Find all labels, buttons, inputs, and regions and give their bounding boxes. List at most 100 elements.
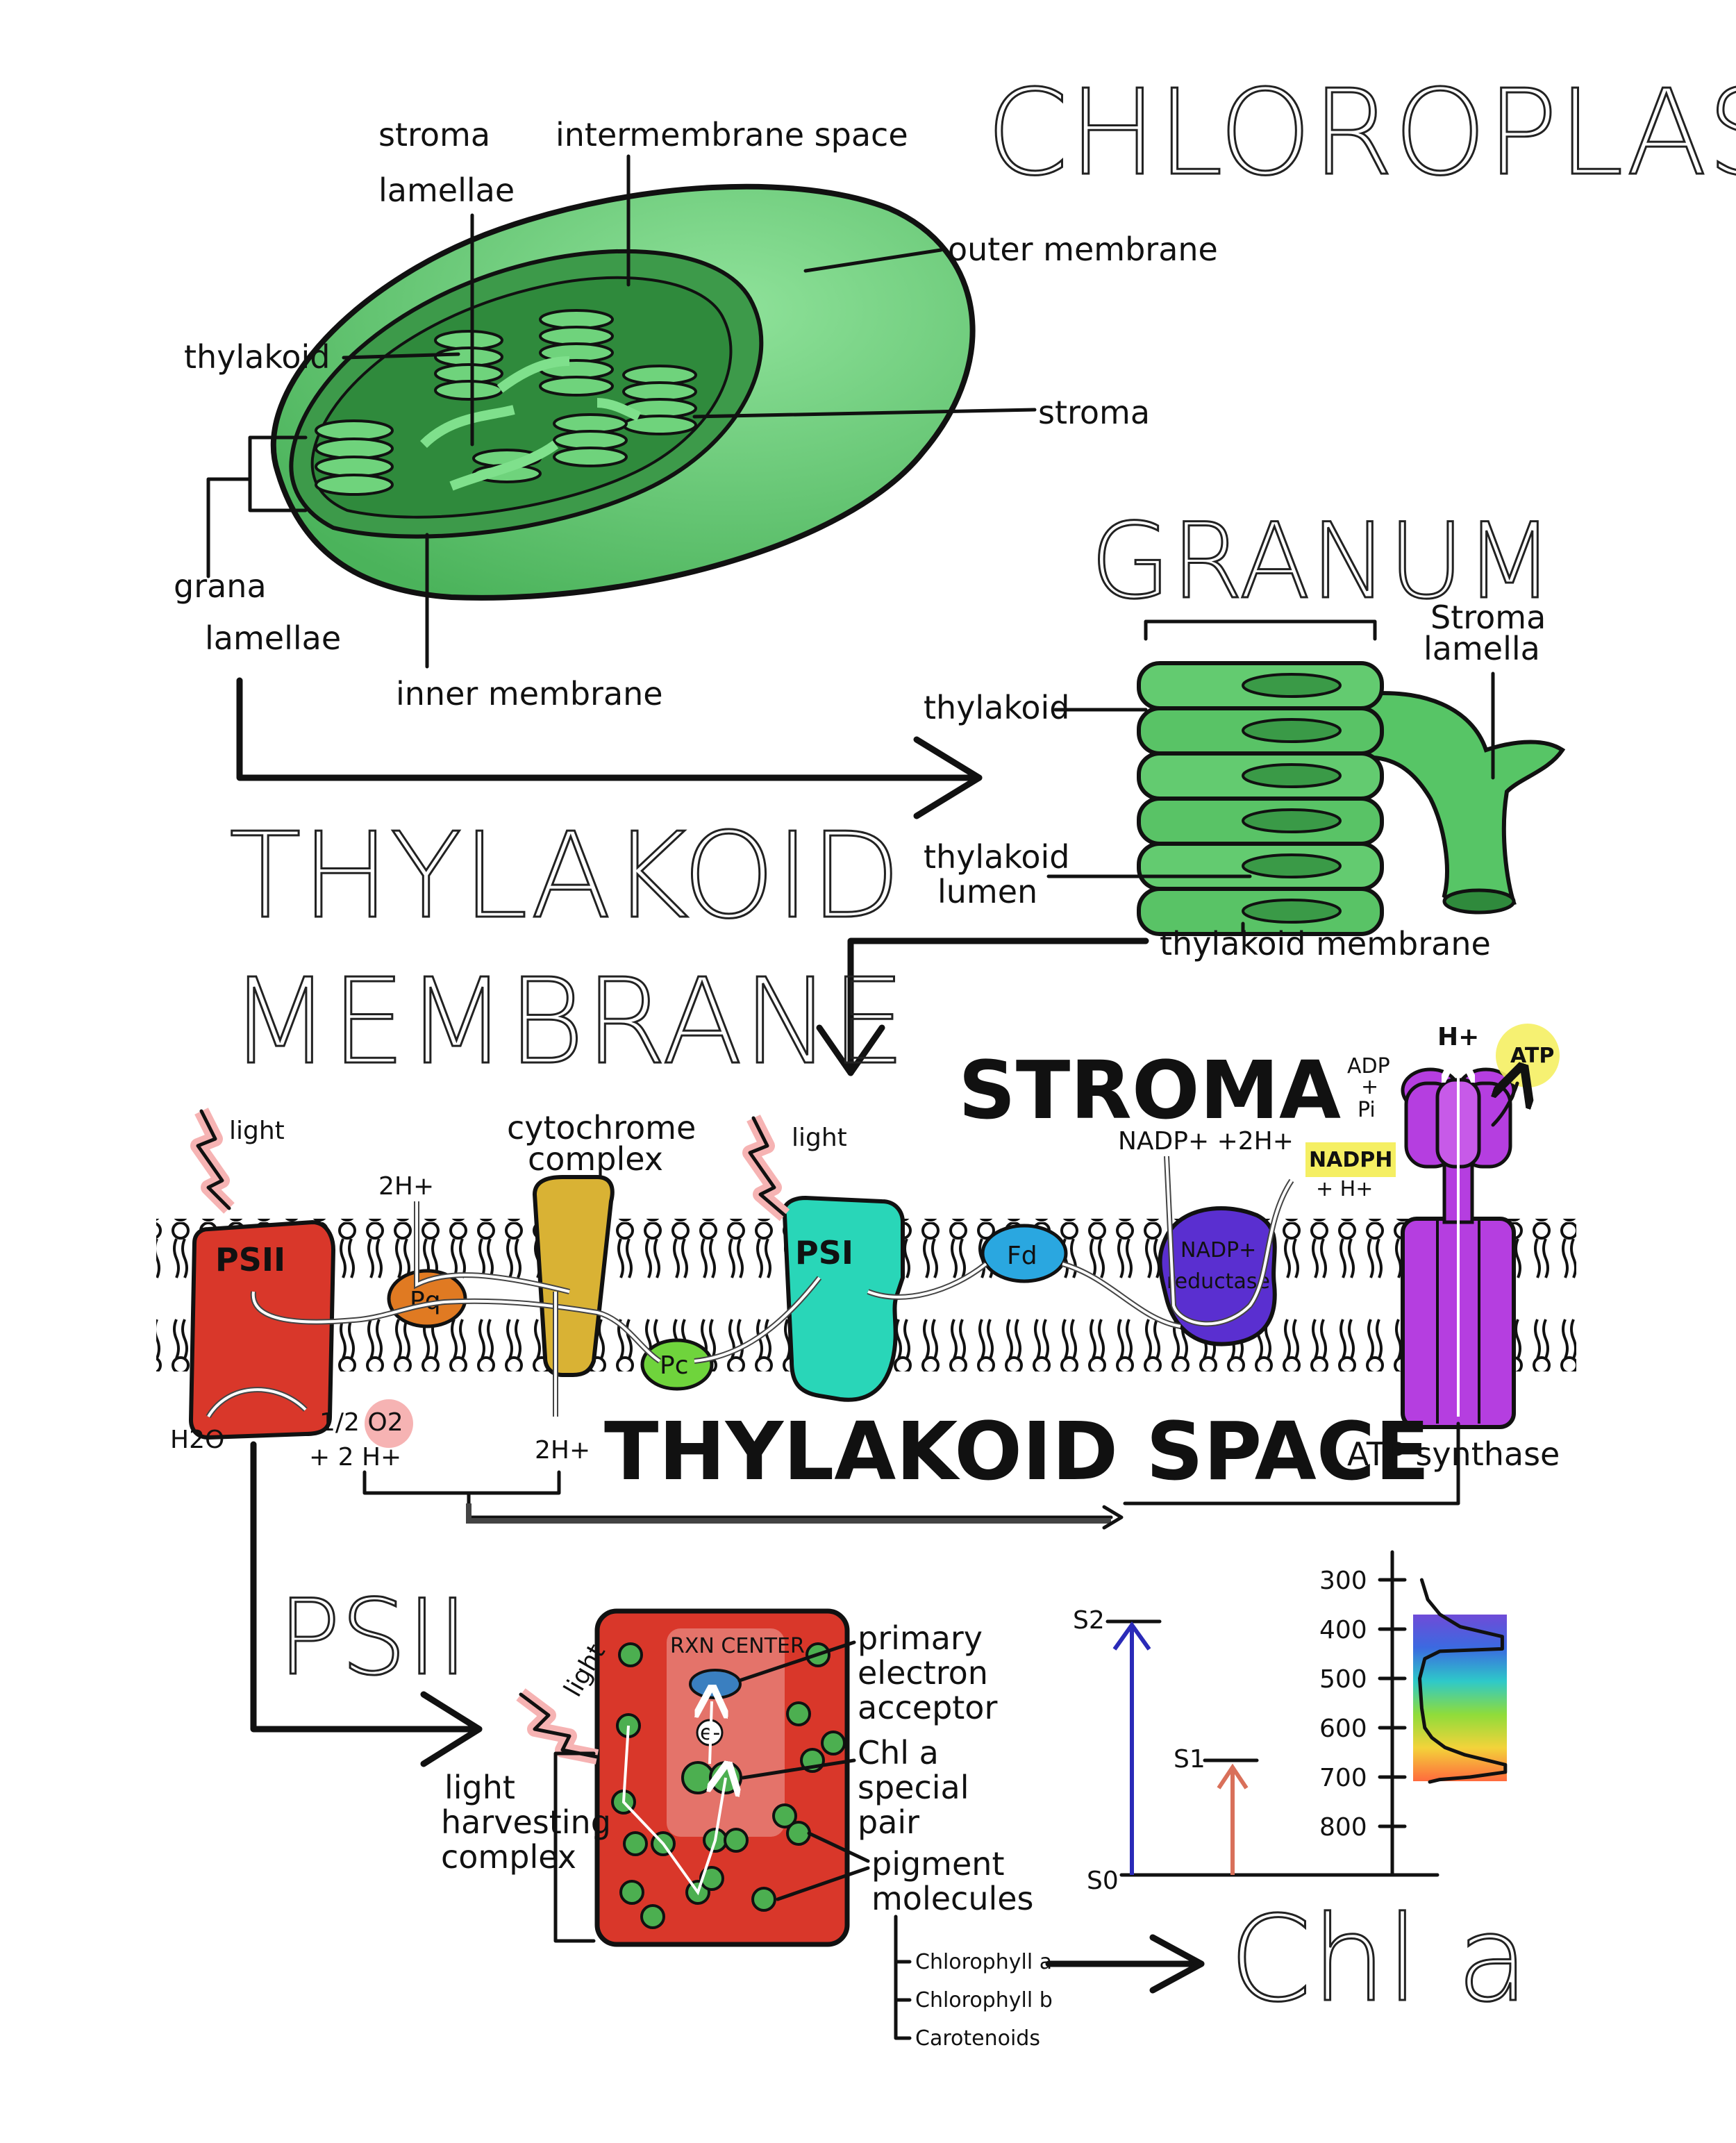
label-s0: S0 [1087,1867,1119,1895]
nadp-path [1165,1156,1292,1326]
leader-chla [741,1758,856,1780]
label-stroma-lamella-1: Stroma [1430,599,1546,636]
label-thylakoid-lumen-2: lumen [937,873,1037,910]
label-primary-2: electron [858,1654,988,1692]
label-nadp-reductase-1: NADP+ [1180,1238,1256,1262]
arrow-to-membrane-head [816,1024,885,1076]
arrow-to-membrane [847,937,1149,1076]
fd-molecule [980,1224,1068,1283]
label-atp-synthase: ATP synthase [1347,1435,1560,1473]
label-primary-3: acceptor [858,1689,997,1726]
label-light-1: light [229,1117,285,1145]
label-nadp-reductase-2: reductase [1167,1269,1270,1294]
arrow-to-granum [236,677,983,781]
psii-detail-section: PSII RXN CENTER e- light primary elec [277,1577,1530,2051]
spectrum-curve [1418,1578,1508,1784]
s1-arrow-head [1217,1763,1249,1790]
label-nadph-2: + H+ [1316,1177,1373,1201]
label-stroma-lamella-2: lamella [1424,630,1540,667]
label-s1: S1 [1174,1745,1205,1774]
spectrum-tick-label: 600 [1319,1715,1367,1743]
label-pc: Pc [660,1351,689,1380]
label-stroma-lamellae-2: lamellae [378,172,515,209]
label-pigment-2: molecules [871,1880,1034,1917]
nadph-highlight [1305,1142,1396,1177]
psi-complex [782,1195,905,1402]
granum-bracket [1144,619,1377,641]
leader-stroma [692,408,1037,419]
label-nadph-1: NADPH [1309,1148,1392,1172]
lhc-bracket [553,1751,596,1943]
arrow-to-chla-head [1149,1934,1205,1994]
arrow-to-granum-head [913,736,983,819]
arrow-to-atp [1493,1083,1517,1127]
light-bolt-icon-1 [196,1109,231,1210]
label-stroma-big: STROMA [958,1044,1341,1137]
h-path [415,1201,570,1293]
spectrum-band [1413,1615,1507,1781]
label-atp: ATP [1510,1044,1554,1068]
label-granum-thylakoid: thylakoid [924,689,1070,726]
o2-highlight [365,1399,413,1448]
pigment-item-0: Chlorophyll a [915,1950,1052,1974]
label-thylakoid: thylakoid [184,338,331,376]
title-chla: Chl a [1229,1891,1529,2028]
label-grana-lamellae-2: lamellae [205,619,341,657]
label-outer-membrane: outer membrane [948,231,1218,268]
label-plus-2h: + 2 H+ [309,1443,401,1471]
rxn-center-region [667,1628,785,1837]
label-lhc-3: complex [441,1838,576,1876]
title-membrane: MEMBRANE [229,953,905,1091]
label-inner-membrane: inner membrane [396,675,663,712]
label-intermembrane-space: intermembrane space [556,116,908,153]
label-pigment-1: pigment [871,1845,1004,1883]
s2-arrow-head [1112,1621,1151,1651]
granum-disks [1137,661,1384,936]
energy-transfer-path [621,1725,726,1896]
label-primary-1: primary [858,1619,983,1657]
pigment-list-bracket [894,1915,912,2040]
granum-section: GRANUM Stroma lamella thylakoid thylakoi… [816,501,1566,1076]
label-nadp-input: NADP+ +2H+ [1118,1127,1294,1156]
label-rxn-center: RXN CENTER [670,1634,805,1658]
label-h-plus: H+ [1437,1023,1479,1051]
label-psi: PSI [795,1234,853,1271]
chloroplast-section: CHLOROPLAST [174,64,1736,819]
granum-stroma-lamella [1359,691,1566,910]
leader-grana-lamellae [206,435,308,578]
label-chla-2: special [858,1769,969,1806]
granum-lamella-opening [1442,888,1516,915]
label-psii: PSII [215,1241,285,1278]
label-lhc-2: harvesting [441,1803,611,1841]
label-half-o2: 1/2 O2 [319,1408,403,1437]
label-chla-1: Chl a [858,1734,939,1771]
chla-pair-left [681,1761,715,1794]
pigment-dots [611,1642,846,1929]
primary-acceptor [689,1669,742,1699]
light-bolt-icon-2 [748,1116,787,1217]
proton-arrow-head [1102,1505,1124,1530]
arrow-to-psii-detail-head [420,1691,483,1767]
label-thylakoid-space: THYLAKOID SPACE [604,1406,1430,1499]
label-thylakoid-membrane: thylakoid membrane [1160,925,1491,962]
leader-thylakoid [342,352,460,360]
chloroplast-stroma-lamellae [420,356,642,491]
leader-primary [737,1640,856,1683]
label-stroma-lamellae-1: stroma [378,116,490,153]
label-chla-3: pair [858,1803,919,1841]
label-cytochrome-1: cytochrome [507,1109,696,1146]
spectrum-tick-label: 500 [1319,1665,1367,1694]
arrow-to-psii-detail [250,1441,483,1733]
energy-diagram: S2 S1 S0 [1073,1606,1439,1895]
electron-path [251,1262,1181,1362]
label-fd: Fd [1007,1242,1037,1270]
label-adp-3: Pi [1358,1098,1376,1122]
title-thylakoid: THYLAKOID [229,808,901,945]
label-adp-2: + [1361,1075,1378,1099]
spectrum-tick-label: 800 [1319,1813,1367,1842]
label-adp-1: ADP [1347,1054,1390,1078]
proton-arrow-outline [466,1503,1111,1524]
